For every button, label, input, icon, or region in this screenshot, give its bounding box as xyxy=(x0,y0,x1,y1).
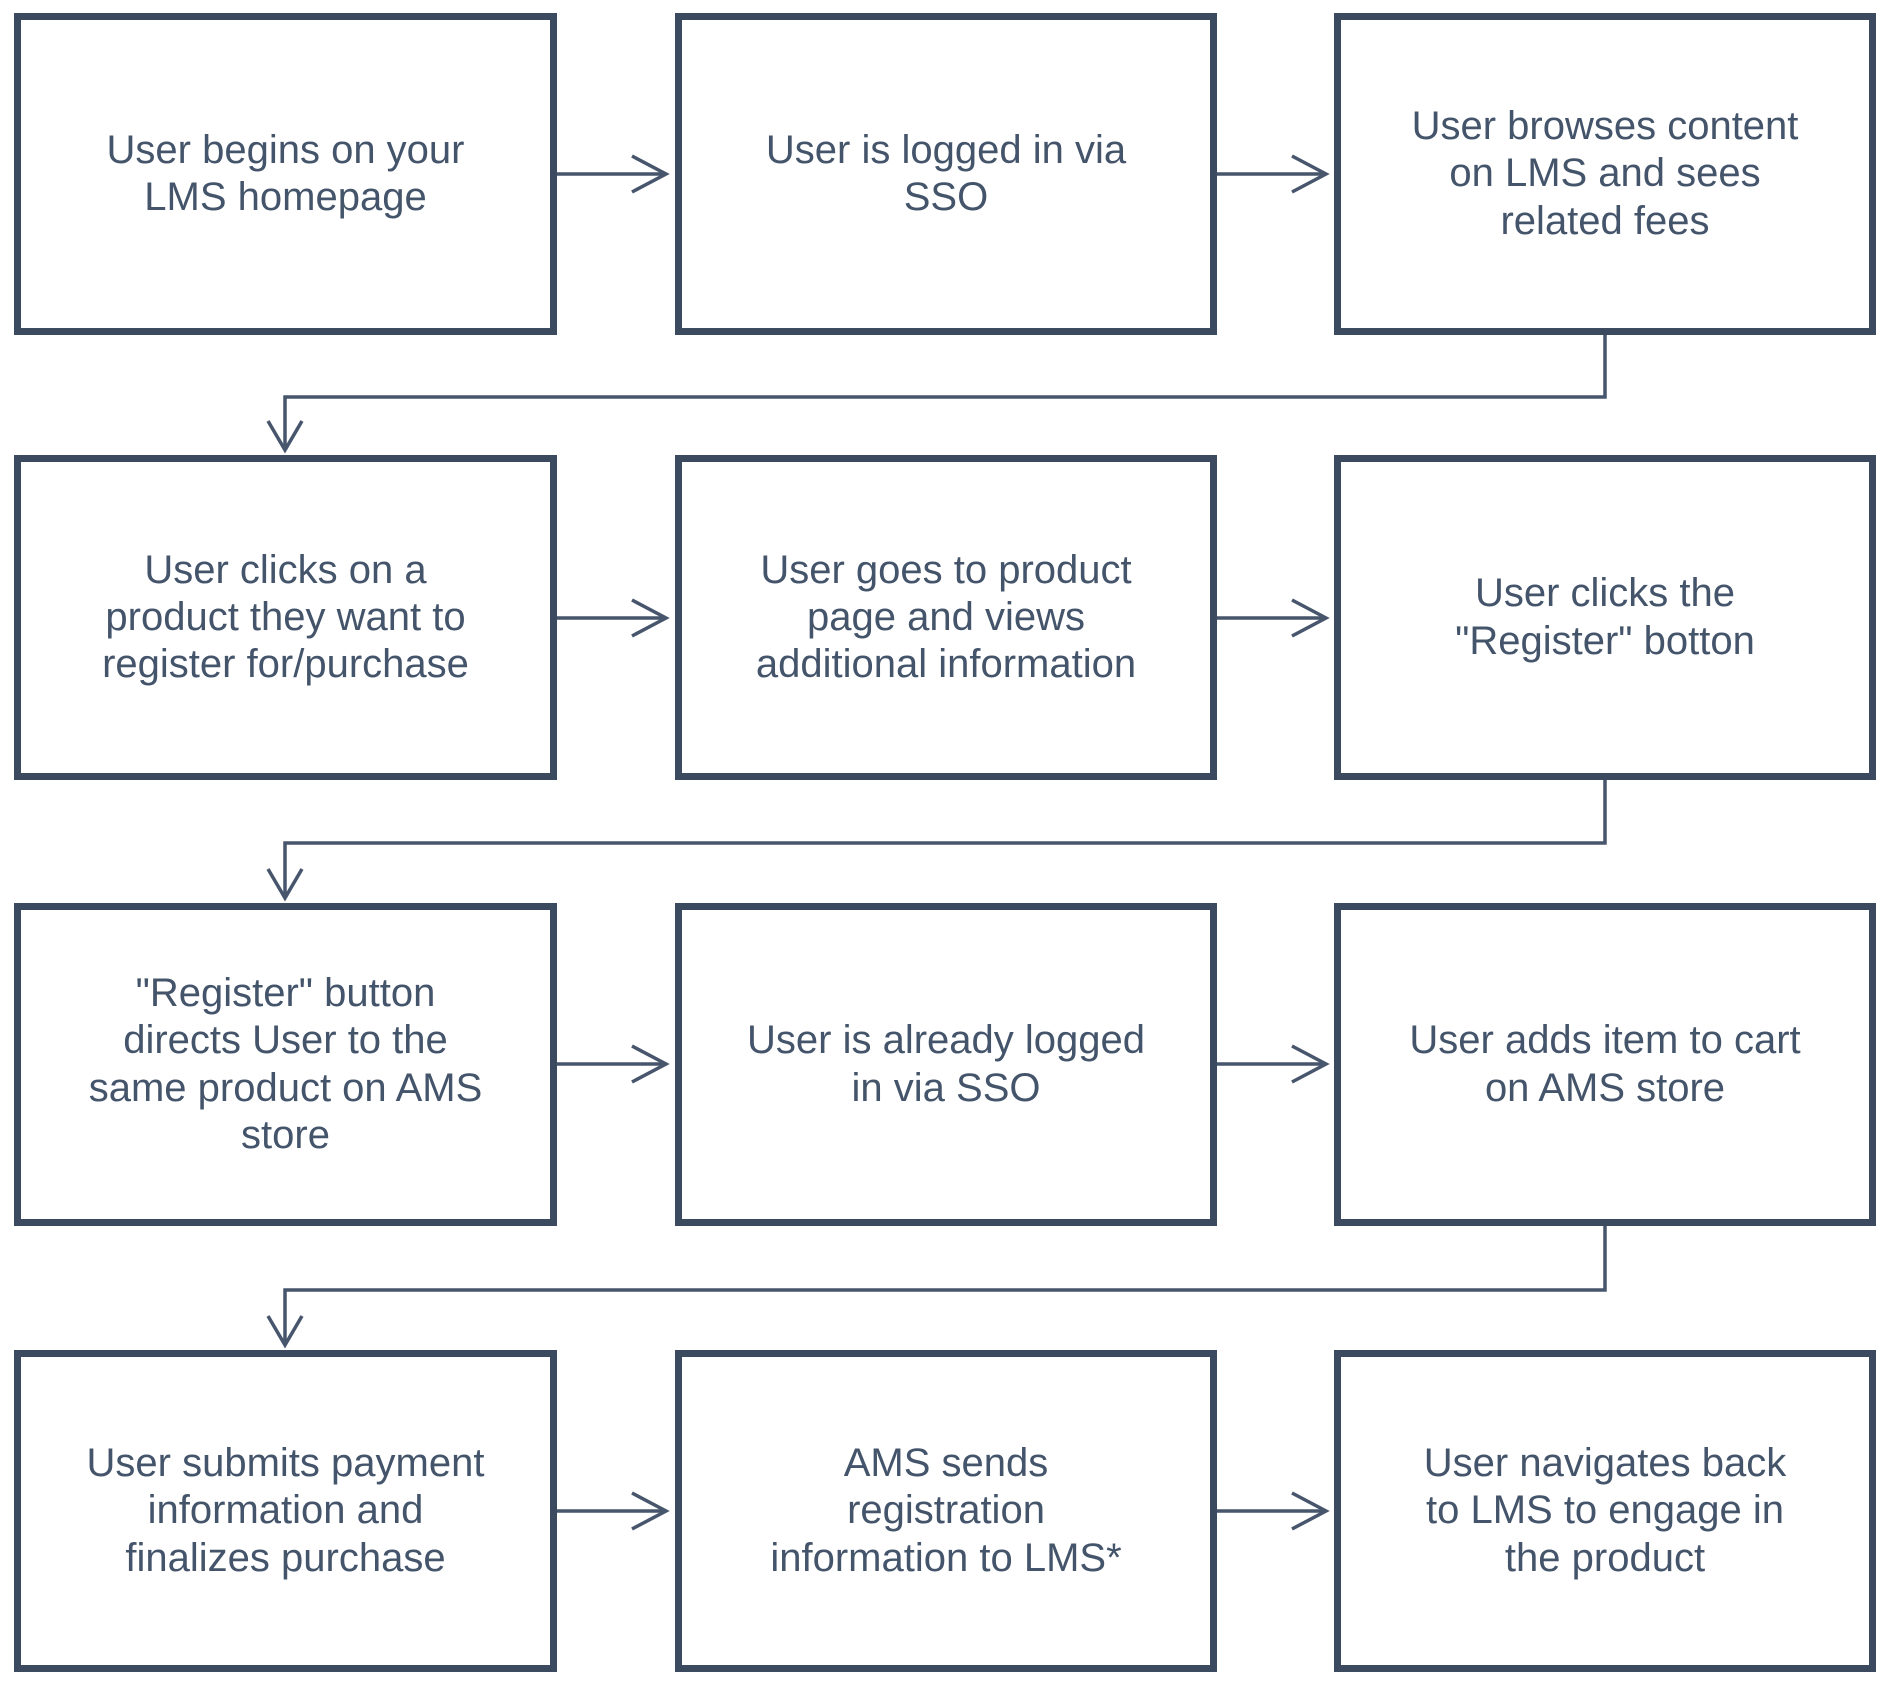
arrow-1-2 xyxy=(557,154,670,194)
elbow-3-4 xyxy=(266,335,1607,454)
node-label: AMS sends registration information to LM… xyxy=(770,1441,1122,1580)
arrow-8-9 xyxy=(1217,1044,1330,1084)
node-label: User browses content on LMS and sees rel… xyxy=(1411,104,1799,243)
node-clicks-product: User clicks on a product they want to re… xyxy=(14,455,557,780)
node-already-logged-sso: User is already logged in via SSO xyxy=(675,903,1217,1226)
node-label: User goes to product page and views addi… xyxy=(755,547,1137,687)
arrow-2-3 xyxy=(1217,154,1330,194)
node-logged-in-sso: User is logged in via SSO xyxy=(675,13,1217,335)
arrow-5-6 xyxy=(1217,598,1330,638)
node-label: User submits payment information and fin… xyxy=(86,1441,485,1580)
arrow-11-12 xyxy=(1217,1491,1330,1531)
elbow-6-7 xyxy=(266,780,1607,902)
node-clicks-register-button: User clicks the "Register" botton xyxy=(1334,455,1876,780)
node-label: "Register" button directs User to the sa… xyxy=(88,971,483,1157)
node-label: User adds item to cart on AMS store xyxy=(1409,1018,1801,1110)
node-label: User navigates back to LMS to engage in … xyxy=(1423,1441,1787,1580)
arrow-4-5 xyxy=(557,598,670,638)
node-label: User begins on your LMS homepage xyxy=(106,127,465,219)
node-submits-payment: User submits payment information and fin… xyxy=(14,1350,557,1672)
node-label: User clicks the "Register" botton xyxy=(1455,571,1755,663)
arrow-7-8 xyxy=(557,1044,670,1084)
node-label: User is already logged in via SSO xyxy=(747,1018,1145,1110)
node-browses-content-fees: User browses content on LMS and sees rel… xyxy=(1334,13,1876,335)
node-navigates-back-to-lms: User navigates back to LMS to engage in … xyxy=(1334,1350,1876,1672)
node-ams-sends-registration: AMS sends registration information to LM… xyxy=(675,1350,1217,1672)
node-label: User is logged in via SSO xyxy=(765,127,1127,219)
elbow-9-10 xyxy=(266,1226,1607,1349)
node-label: User clicks on a product they want to re… xyxy=(102,547,469,687)
node-adds-item-to-cart: User adds item to cart on AMS store xyxy=(1334,903,1876,1226)
node-begin-lms-homepage: User begins on your LMS homepage xyxy=(14,13,557,335)
node-product-page-info: User goes to product page and views addi… xyxy=(675,455,1217,780)
arrow-10-11 xyxy=(557,1491,670,1531)
node-register-directs-to-ams: "Register" button directs User to the sa… xyxy=(14,903,557,1226)
